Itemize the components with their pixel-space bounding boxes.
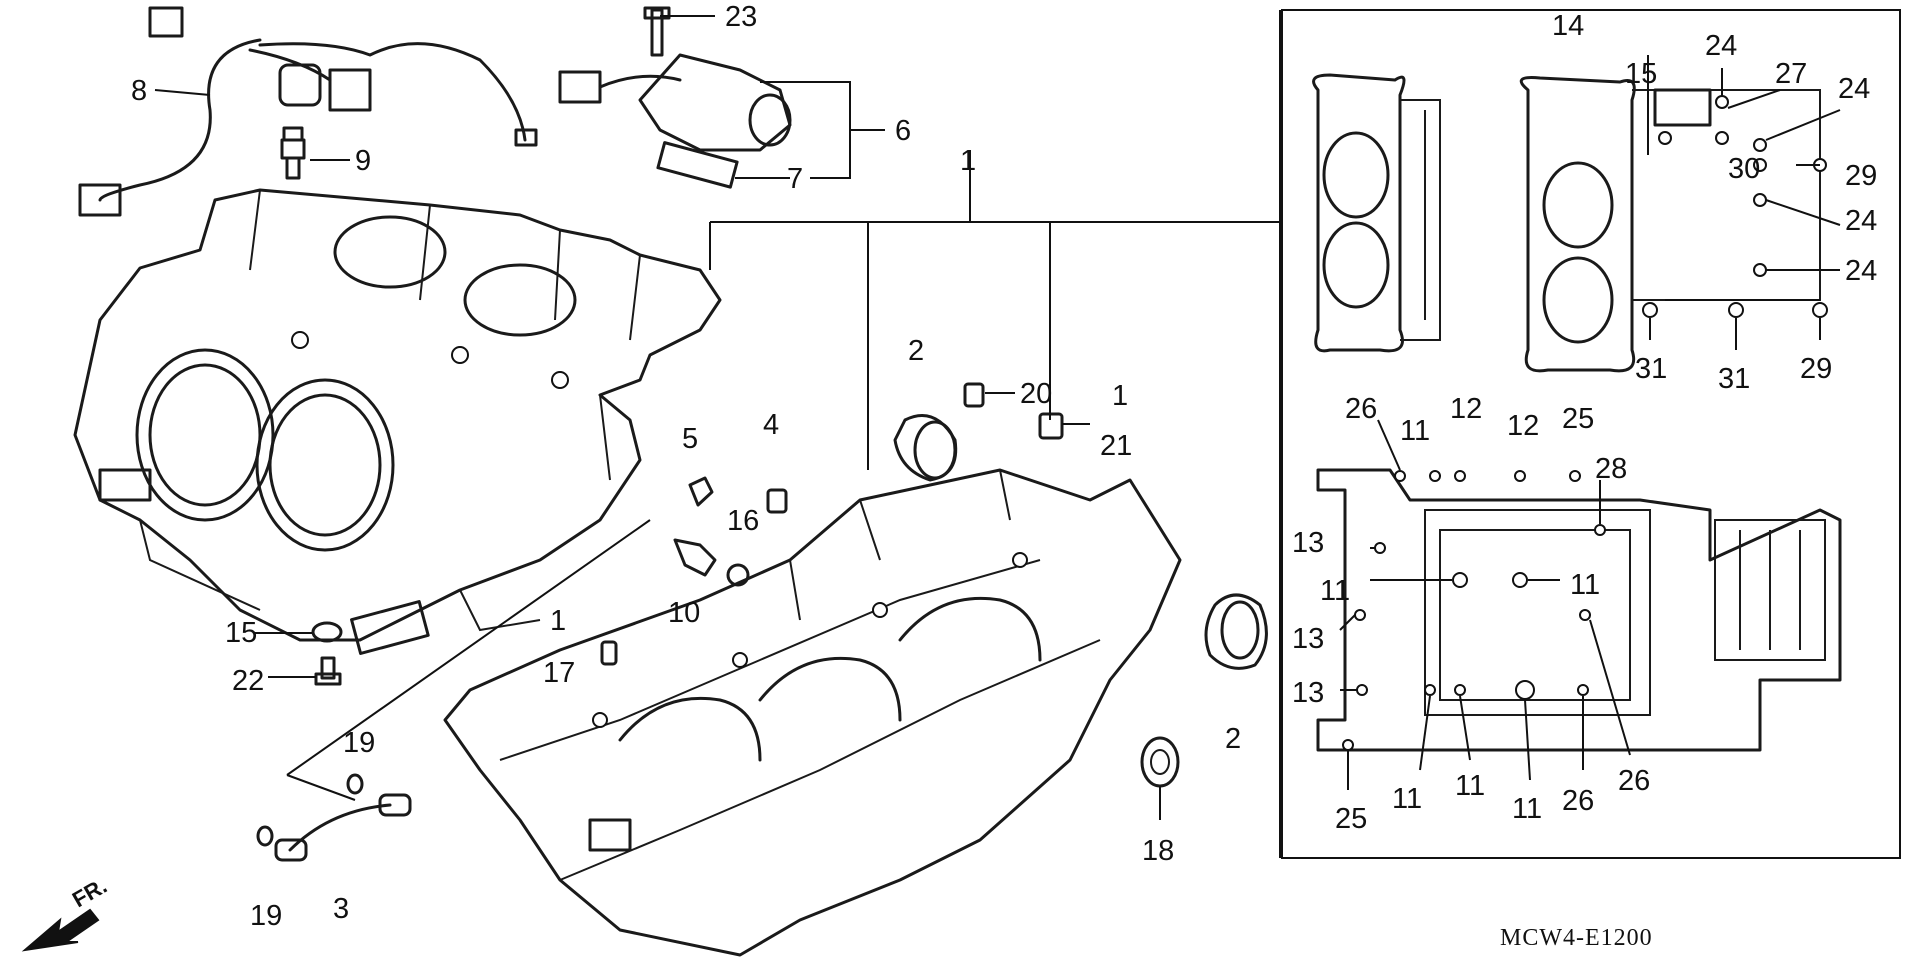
solenoid-valve-6-drawing bbox=[558, 6, 792, 189]
callout-13: 13 bbox=[1292, 623, 1324, 655]
callout-14: 14 bbox=[1552, 10, 1584, 42]
callout-25: 25 bbox=[1562, 403, 1594, 435]
callout-18: 18 bbox=[1142, 835, 1174, 867]
callout-11: 11 bbox=[1320, 575, 1350, 607]
callout-23: 23 bbox=[725, 1, 757, 33]
front-direction-label: FR. bbox=[68, 873, 111, 912]
callout-12: 12 bbox=[1450, 393, 1482, 425]
front-direction-arrow: FR. bbox=[21, 873, 111, 952]
callout-11: 11 bbox=[1400, 415, 1430, 447]
callout-7: 7 bbox=[787, 163, 803, 195]
leader-lines bbox=[154, 10, 1281, 858]
callout-31: 31 bbox=[1635, 353, 1667, 385]
callout-13: 13 bbox=[1292, 527, 1324, 559]
callout-11: 11 bbox=[1570, 569, 1600, 601]
callout-5: 5 bbox=[682, 423, 698, 455]
callout-6: 6 bbox=[895, 115, 911, 147]
callout-26: 26 bbox=[1345, 393, 1377, 425]
callout-17: 17 bbox=[543, 657, 575, 689]
callout-26: 26 bbox=[1562, 785, 1594, 817]
callout-11: 11 bbox=[1512, 793, 1542, 825]
callout-27: 27 bbox=[1775, 58, 1807, 90]
callout-24: 24 bbox=[1845, 205, 1877, 237]
callout-16: 16 bbox=[727, 505, 759, 537]
callout-24: 24 bbox=[1838, 73, 1870, 105]
callout-31: 31 bbox=[1718, 363, 1750, 395]
small-parts-drawing bbox=[256, 382, 1268, 862]
callout-15: 15 bbox=[225, 617, 257, 649]
callout-1: 1 bbox=[550, 605, 566, 637]
callout-labels: 23 8 6 9 7 1 2 20 1 21 5 4 16 10 15 22 1… bbox=[131, 1, 1877, 932]
upper-crankcase-drawing bbox=[73, 188, 722, 655]
callout-28: 28 bbox=[1595, 453, 1627, 485]
callout-22: 22 bbox=[232, 665, 264, 697]
callout-11: 11 bbox=[1455, 770, 1485, 802]
callout-19: 19 bbox=[343, 727, 375, 759]
callout-24: 24 bbox=[1845, 255, 1877, 287]
callout-15: 15 bbox=[1625, 58, 1657, 90]
callout-10: 10 bbox=[668, 597, 700, 629]
callout-1: 1 bbox=[960, 145, 976, 177]
oil-pressure-switch-9-drawing bbox=[280, 126, 306, 180]
callout-24: 24 bbox=[1705, 30, 1737, 62]
callout-26: 26 bbox=[1618, 765, 1650, 797]
callout-8: 8 bbox=[131, 75, 147, 107]
wire-harness-8-drawing bbox=[78, 6, 538, 217]
callout-30: 30 bbox=[1728, 153, 1760, 185]
callout-2: 2 bbox=[908, 335, 924, 367]
callout-4: 4 bbox=[763, 409, 779, 441]
callout-1: 1 bbox=[1112, 380, 1128, 412]
callout-13: 13 bbox=[1292, 677, 1324, 709]
diagram-reference-code: MCW4-E1200 bbox=[1500, 925, 1653, 951]
callout-29: 29 bbox=[1845, 160, 1877, 192]
lower-crankcase-drawing bbox=[443, 468, 1182, 957]
callout-29: 29 bbox=[1800, 353, 1832, 385]
callout-3: 3 bbox=[333, 893, 349, 925]
callout-12: 12 bbox=[1507, 410, 1539, 442]
callout-2: 2 bbox=[1225, 723, 1241, 755]
callout-19: 19 bbox=[250, 900, 282, 932]
inset-frame bbox=[1281, 9, 1901, 859]
callout-25: 25 bbox=[1335, 803, 1367, 835]
callout-11: 11 bbox=[1392, 783, 1422, 815]
callout-9: 9 bbox=[355, 145, 371, 177]
callout-20: 20 bbox=[1020, 378, 1052, 410]
callout-21: 21 bbox=[1100, 430, 1132, 462]
